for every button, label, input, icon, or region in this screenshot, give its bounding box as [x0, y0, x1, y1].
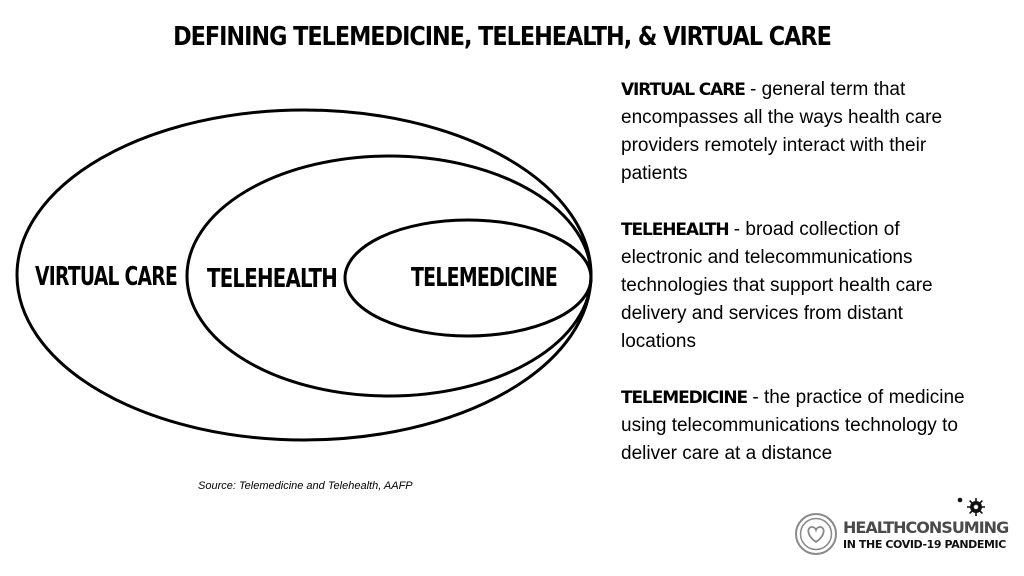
- definition-text: the practice of medicine using telecommu…: [621, 387, 965, 464]
- definitions-list: VIRTUAL CARE - general term that encompa…: [621, 76, 981, 496]
- definition-telemedicine: TELEMEDICINE - the practice of medicine …: [621, 384, 981, 468]
- logo-tagline: IN THE COVID-19 PANDEMIC: [843, 538, 1006, 551]
- virtual-care-label: VIRTUAL CARE: [35, 262, 177, 292]
- definition-virtual-care: VIRTUAL CARE - general term that encompa…: [621, 76, 981, 188]
- definition-term: TELEMEDICINE: [621, 388, 748, 408]
- definition-text: general term that encompasses all the wa…: [621, 79, 943, 184]
- logo-wordmark: HEALTHCONSUMING: [843, 518, 1009, 537]
- telemedicine-ellipse: [343, 218, 593, 338]
- definition-term: VIRTUAL CARE: [621, 80, 746, 100]
- definition-separator: -: [747, 387, 764, 408]
- definition-text: broad collection of electronic and telec…: [621, 219, 933, 352]
- definition-term: TELEHEALTH: [621, 220, 730, 240]
- page-title: DEFINING TELEMEDICINE, TELEHEALTH, & VIR…: [173, 22, 832, 52]
- heart-badge-icon: [795, 513, 837, 555]
- telemedicine-label: TELEMEDICINE: [411, 263, 557, 293]
- definition-telehealth: TELEHEALTH - broad collection of electro…: [621, 216, 981, 356]
- definition-separator: -: [728, 219, 746, 240]
- source-citation: Source: Telemedicine and Telehealth, AAF…: [198, 480, 413, 492]
- definition-separator: -: [744, 79, 762, 100]
- healthconsuming-logo: HEALTHCONSUMING IN THE COVID-19 PANDEMIC: [794, 494, 1009, 560]
- virus-icon: [957, 497, 985, 516]
- telehealth-label: TELEHEALTH: [207, 264, 337, 294]
